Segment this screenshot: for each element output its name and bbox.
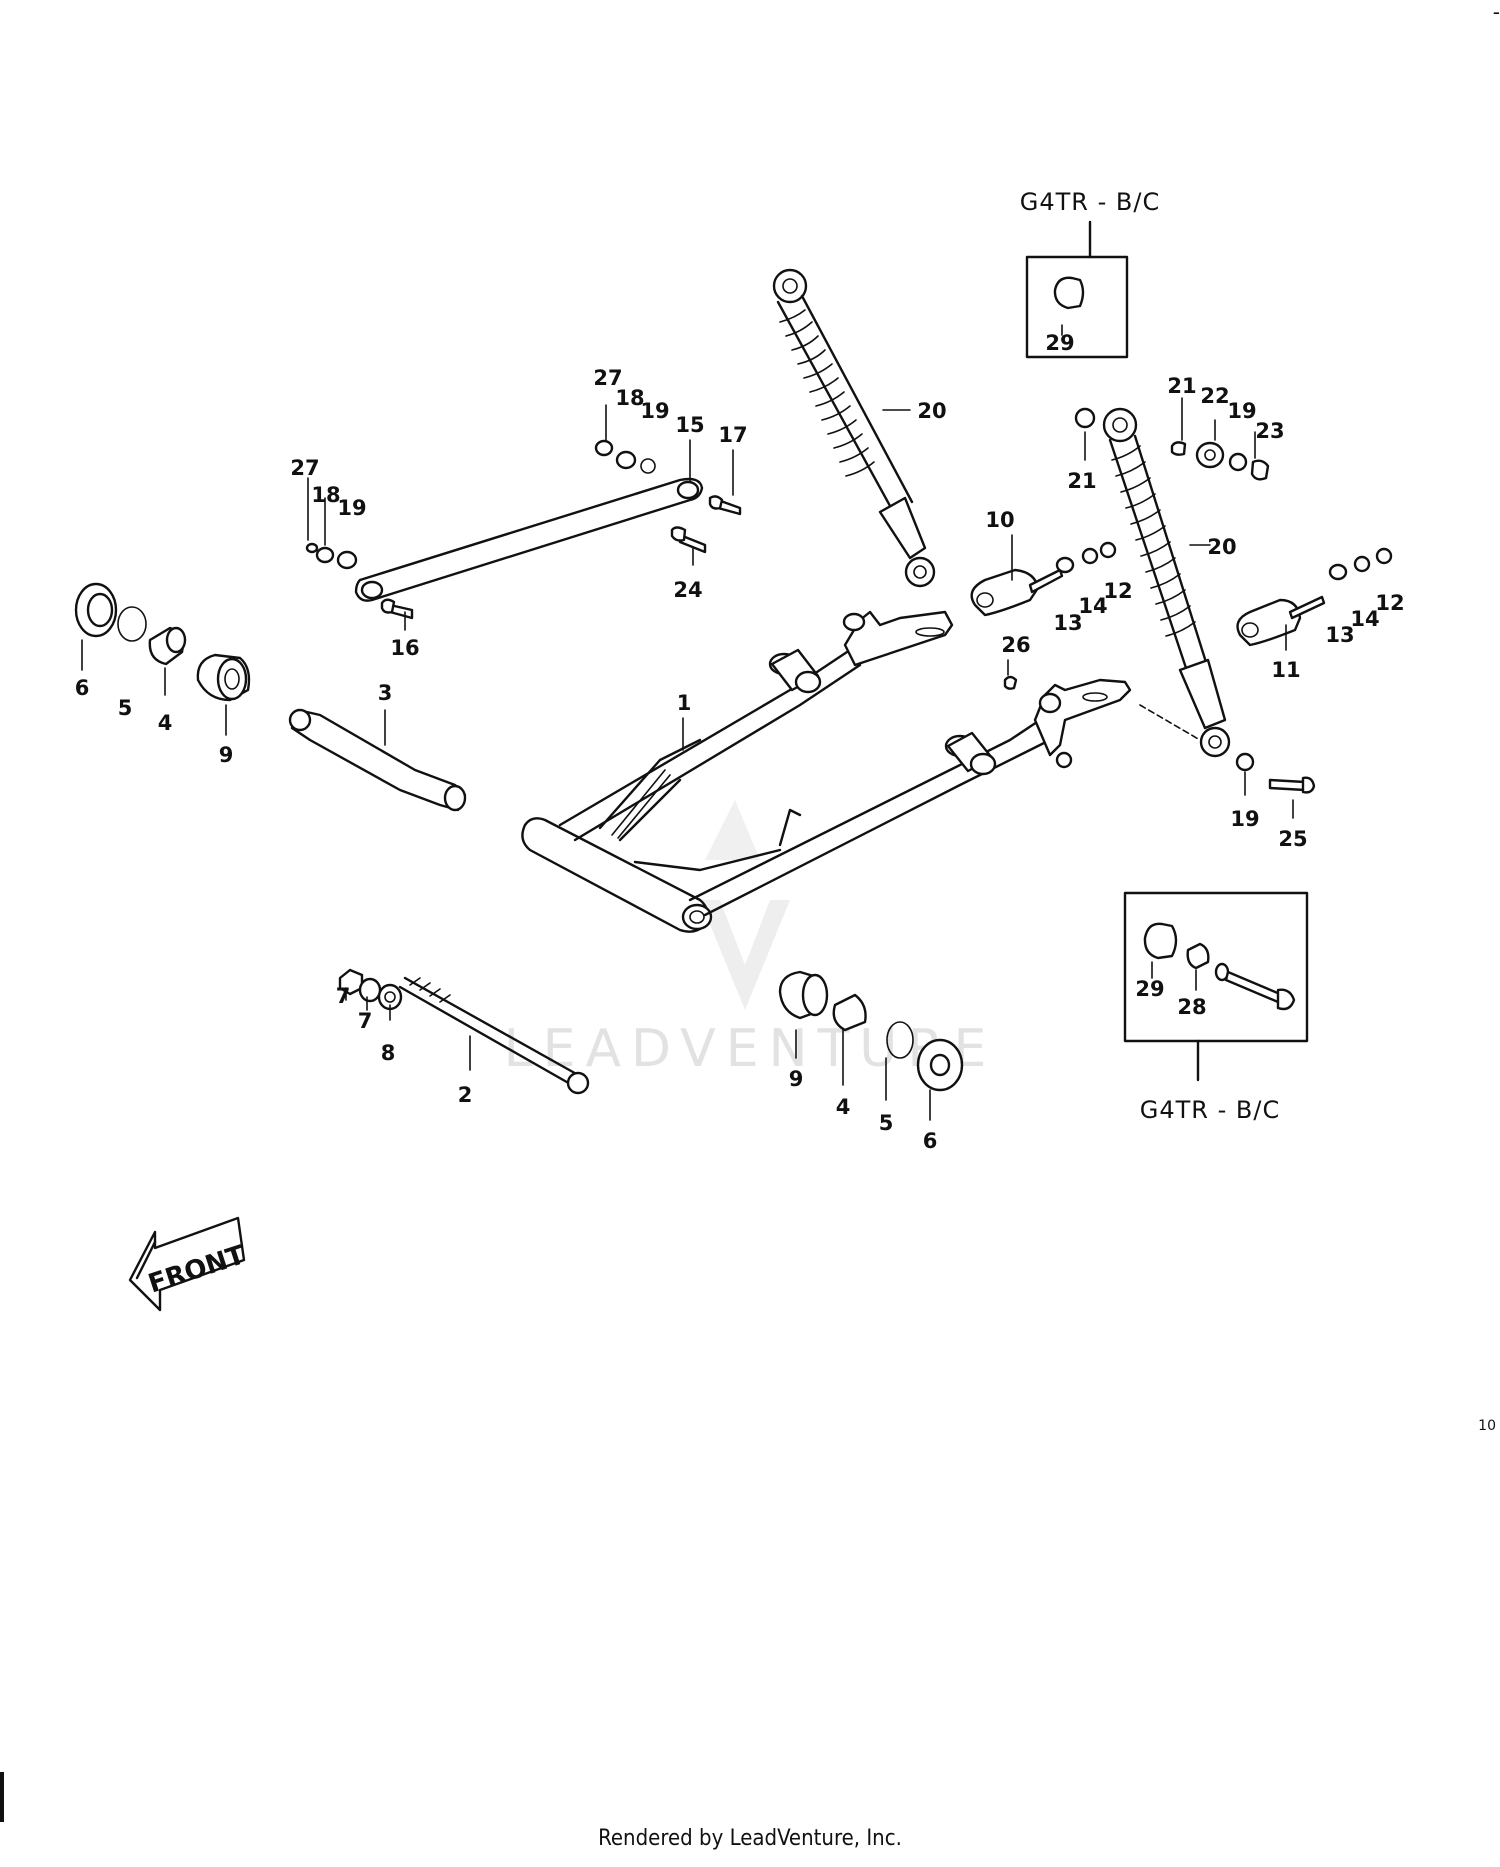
callout-12-right: 12 <box>1375 591 1404 615</box>
callout-15: 15 <box>675 413 704 437</box>
callout-29-bottom: 29 <box>1135 977 1164 1001</box>
callout-19-lower: 19 <box>337 496 366 520</box>
left-bushing-group <box>74 582 251 702</box>
callout-27-lower: 27 <box>290 456 319 480</box>
watermark-text: LEADVENTURE <box>504 1019 997 1079</box>
callout-11: 11 <box>1271 658 1300 682</box>
callout-9-right: 9 <box>789 1067 804 1091</box>
margin-page-number: 10 <box>1478 1418 1496 1434</box>
callout-2: 2 <box>458 1083 473 1107</box>
callout-13-left: 13 <box>1053 611 1082 635</box>
variant-box-bottom: G4TR - B/C <box>1123 891 1309 1124</box>
callout-26: 26 <box>1001 633 1030 657</box>
shock-brackets <box>970 541 1393 690</box>
callout-5-right: 5 <box>879 1111 894 1135</box>
watermark: LEADVENTURE <box>504 800 997 1079</box>
callout-10: 10 <box>985 508 1014 532</box>
render-credit-footer: Rendered by LeadVenture, Inc. <box>598 1826 902 1851</box>
pivot-bolt <box>338 968 590 1095</box>
callout-19-right-top: 19 <box>1227 399 1256 423</box>
top-right-margin-mark: - <box>1492 0 1500 24</box>
left-shock-absorber <box>772 268 936 588</box>
callout-4-left: 4 <box>158 711 173 735</box>
callout-28: 28 <box>1177 995 1206 1019</box>
callout-21-lower: 21 <box>1067 469 1096 493</box>
callout-4-right: 4 <box>836 1095 851 1119</box>
callout-labels: 1 2 3 4 4 5 5 6 6 7 7 8 9 9 10 11 12 12 … <box>75 331 1405 1153</box>
front-direction-arrow: FRONT <box>128 1216 249 1312</box>
callout-18-upper: 18 <box>615 386 644 410</box>
callout-1: 1 <box>677 691 692 715</box>
callout-19-upper: 19 <box>640 399 669 423</box>
callout-25: 25 <box>1278 827 1307 851</box>
callout-5-left: 5 <box>118 696 133 720</box>
callout-23: 23 <box>1255 419 1284 443</box>
callout-7-a: 7 <box>336 984 351 1008</box>
callout-22: 22 <box>1200 384 1229 408</box>
right-bushing-group <box>778 970 964 1092</box>
callout-13-right: 13 <box>1325 623 1354 647</box>
right-shock-absorber <box>1074 407 1316 794</box>
callout-29-top: 29 <box>1045 331 1074 355</box>
callout-24: 24 <box>673 578 702 602</box>
callout-3: 3 <box>378 681 393 705</box>
callout-21-upper: 21 <box>1167 374 1196 398</box>
torque-link-rod <box>305 439 742 620</box>
callout-14-right: 14 <box>1350 607 1379 631</box>
callout-20-right: 20 <box>1207 535 1236 559</box>
variant-label-bottom: G4TR - B/C <box>1140 1096 1280 1124</box>
variant-box-top: G4TR - B/C <box>1020 188 1160 359</box>
callout-6-left: 6 <box>75 676 90 700</box>
callout-27-upper: 27 <box>593 366 622 390</box>
callout-16: 16 <box>390 636 419 660</box>
callout-12-left: 12 <box>1103 579 1132 603</box>
swing-arm <box>521 610 1132 933</box>
callout-7-b: 7 <box>358 1009 373 1033</box>
left-edge-mark <box>0 1772 4 1822</box>
leader-lines <box>81 324 1294 1121</box>
callout-6-right: 6 <box>923 1129 938 1153</box>
variant-label-top: G4TR - B/C <box>1020 188 1160 216</box>
callout-19-right-bottom: 19 <box>1230 807 1259 831</box>
callout-8: 8 <box>381 1041 396 1065</box>
callout-20-left: 20 <box>917 399 946 423</box>
callout-17: 17 <box>718 423 747 447</box>
callout-14-left: 14 <box>1078 594 1107 618</box>
callout-9-left: 9 <box>219 743 234 767</box>
pivot-sleeve <box>288 708 467 812</box>
callout-18-lower: 18 <box>311 483 340 507</box>
